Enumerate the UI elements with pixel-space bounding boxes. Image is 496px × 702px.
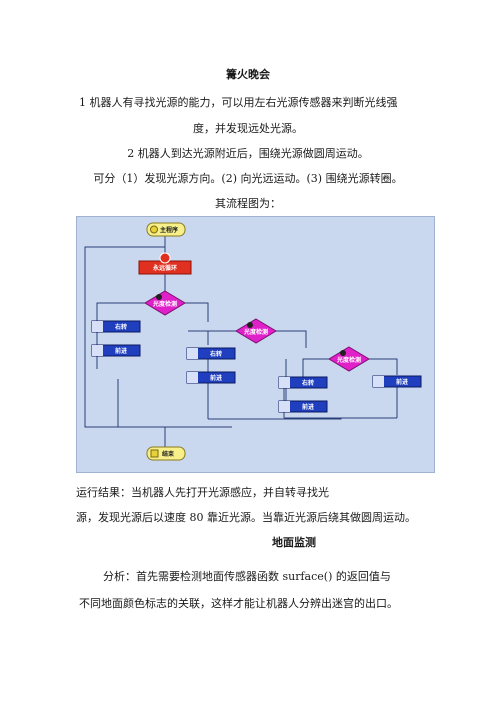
turn-right-3-label: 右转 — [301, 379, 314, 387]
end-icon — [150, 449, 159, 458]
paragraph-1-line-1: 1 机器人有寻找光源的能力，可以用左右光源传感器来判断光线强 — [79, 96, 398, 109]
loop-node: 永远循环 — [138, 252, 192, 275]
paragraph-2: 2 机器人到达光源附近后，围绕光源做圆周运动。 — [127, 147, 369, 160]
forward-4-node: 前进 — [372, 375, 422, 388]
start-icon — [150, 225, 158, 234]
analysis-line-1: 分析：首先需要检测地面传感器函数 surface() 的返回值与 — [103, 570, 391, 583]
start-label: 主程序 — [160, 226, 178, 234]
turn-right-3-node: 右转 — [278, 376, 328, 389]
forward-icon — [187, 372, 198, 383]
paragraph-3: 可分（1）发现光源方向。(2) 向光远运动。(3) 围绕光源转圈。 — [93, 172, 403, 185]
forward-2-label: 前进 — [210, 374, 222, 382]
decision-3-label: 光度检测 — [336, 356, 361, 364]
flowchart-connectors — [84, 236, 398, 447]
forward-icon — [279, 401, 290, 412]
forward-1-label: 前进 — [115, 347, 127, 355]
result-line-2: 源，发现光源后以速度 80 靠近光源。当靠近光源后绕其做圆周运动。 — [76, 511, 416, 524]
turn-right-icon — [92, 321, 103, 332]
light-sensor-icon — [247, 322, 253, 328]
turn-right-icon — [279, 377, 290, 388]
forward-4-label: 前进 — [396, 378, 408, 386]
analysis-line-2: 不同地面颜色标志的关联，这样才能让机器人分辨出迷宫的出口。 — [79, 597, 398, 610]
decision-3: 光度检测 — [328, 346, 370, 372]
forward-3-node: 前进 — [278, 400, 328, 413]
forward-1-node: 前进 — [91, 344, 141, 357]
loop-icon — [159, 252, 171, 264]
forward-icon — [92, 345, 103, 356]
decision-1-label: 光度检测 — [152, 300, 177, 308]
decision-1: 光度检测 — [144, 290, 186, 316]
turn-right-1-node: 右转 — [91, 320, 141, 333]
result-line-1: 运行结果：当机器人先打开光源感应，并自转寻找光 — [76, 486, 329, 499]
forward-2-node: 前进 — [186, 371, 236, 384]
turn-right-1-label: 右转 — [114, 323, 127, 331]
start-node: 主程序 — [146, 222, 186, 237]
paragraph-4: 其流程图为： — [215, 197, 281, 210]
turn-right-2-node: 右转 — [186, 347, 236, 360]
loop-label: 永远循环 — [152, 264, 177, 272]
turn-right-2-label: 右转 — [209, 350, 222, 358]
decision-2-label: 光度检测 — [243, 328, 268, 336]
section-title-ground-monitor: 地面监测 — [272, 536, 316, 549]
forward-3-label: 前进 — [302, 403, 314, 411]
section-title-bonfire: 篝火晚会 — [226, 68, 270, 81]
flowchart-figure: 主程序 永远循环 光度检测 光度检测 光度检测 右转 — [76, 216, 435, 473]
light-sensor-icon — [156, 294, 162, 300]
end-label: 结束 — [162, 450, 175, 458]
end-node: 结束 — [146, 446, 186, 461]
flowchart-svg: 主程序 永远循环 光度检测 光度检测 光度检测 右转 — [84, 222, 422, 461]
paragraph-1-line-2: 度，并发现远处光源。 — [193, 122, 303, 135]
decision-2: 光度检测 — [235, 318, 277, 344]
forward-icon — [373, 376, 384, 387]
light-sensor-icon — [340, 350, 346, 356]
turn-right-icon — [187, 348, 198, 359]
